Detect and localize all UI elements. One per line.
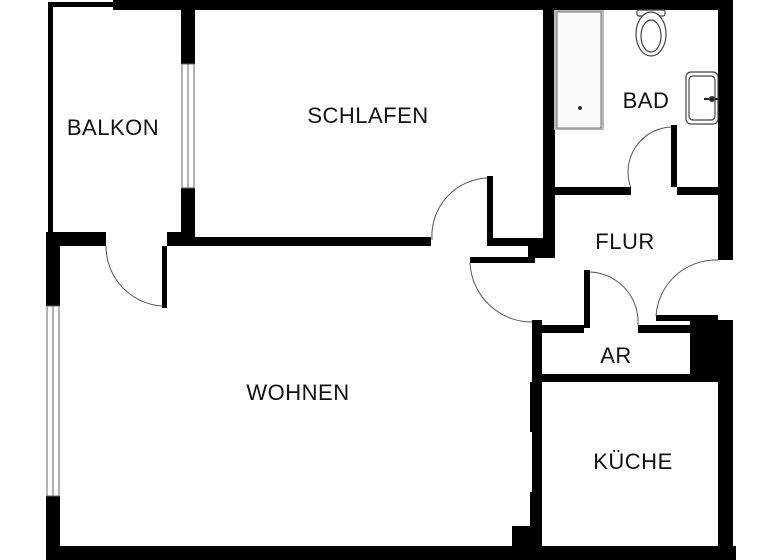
room-label-balkon: BALKON	[67, 115, 159, 140]
walls	[46, 0, 736, 560]
room-label-bad: BAD	[623, 88, 670, 113]
room-label-schlafen: SCHLAFEN	[307, 103, 428, 128]
toilet-icon	[635, 9, 667, 57]
room-labels: BALKON SCHLAFEN BAD FLUR AR WOHNEN KÜCHE	[67, 88, 673, 474]
room-label-wohnen: WOHNEN	[246, 380, 349, 405]
bathroom-fixtures	[554, 9, 719, 130]
room-label-flur: FLUR	[595, 229, 654, 254]
room-label-ar: AR	[600, 343, 632, 368]
washbasin-icon	[685, 71, 719, 125]
door-swings	[105, 126, 719, 326]
room-label-kueche: KÜCHE	[593, 449, 673, 474]
bathtub-icon	[554, 10, 604, 130]
